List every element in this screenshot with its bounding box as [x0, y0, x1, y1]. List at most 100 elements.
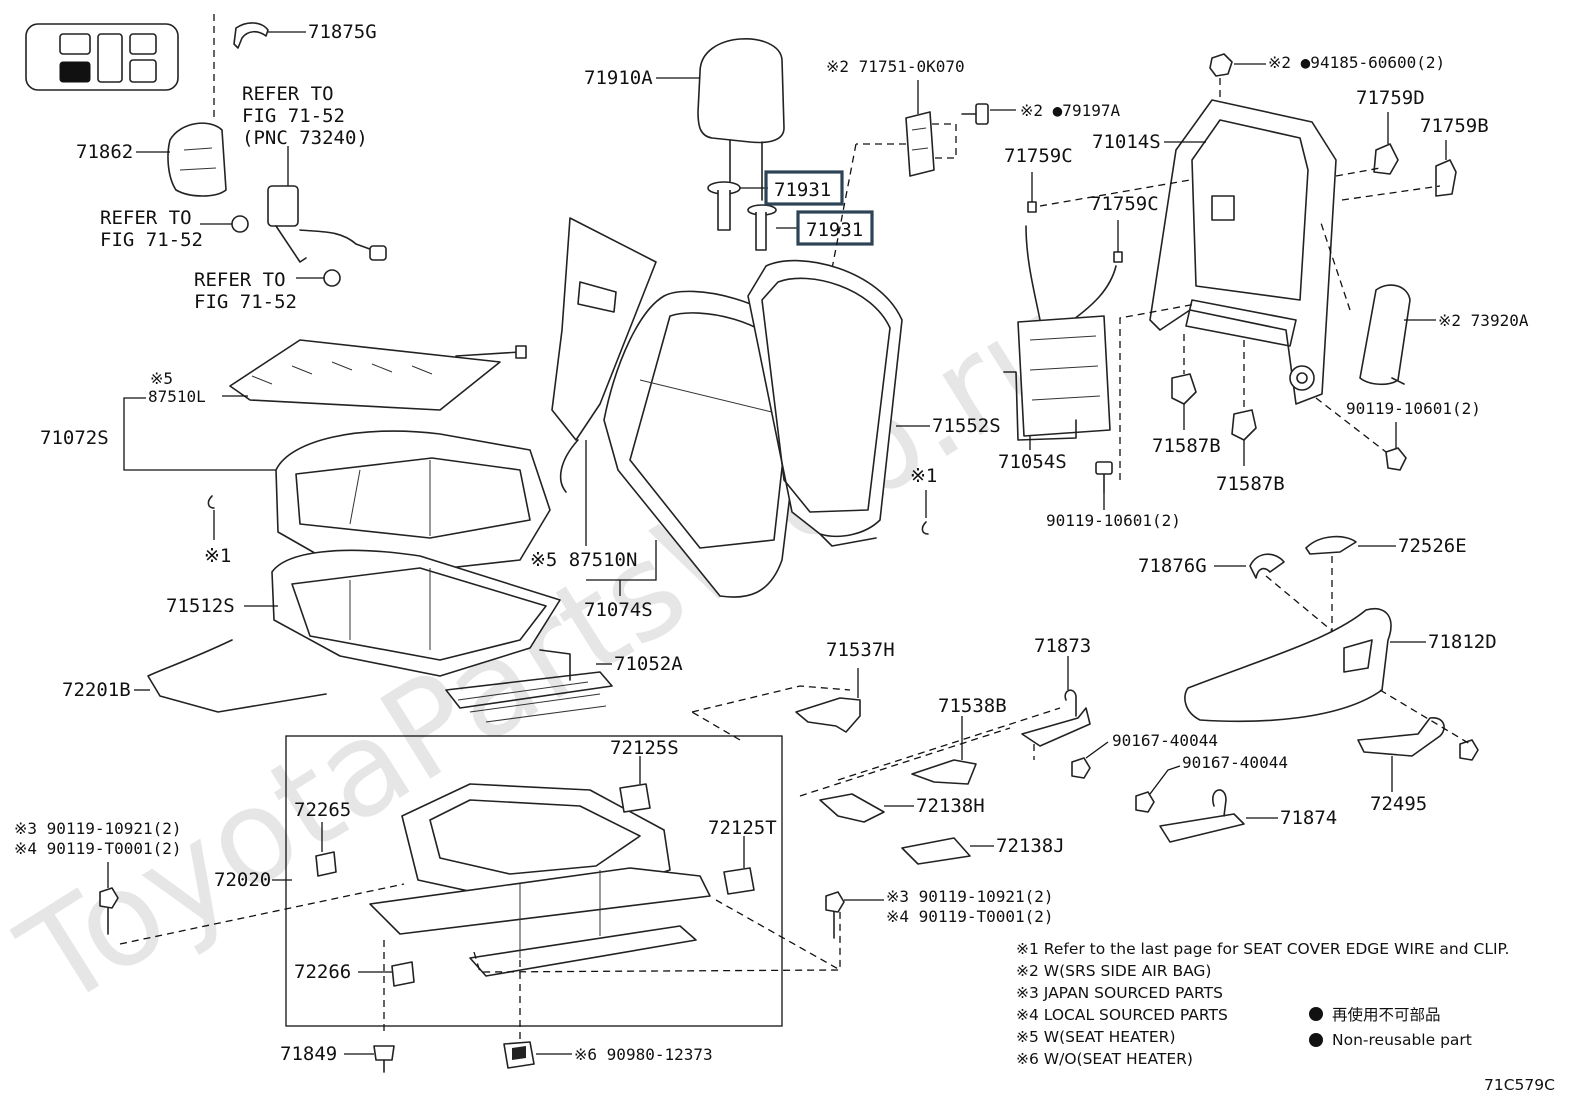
part-nut-b[interactable] — [296, 269, 341, 287]
part-bolt-90119-a[interactable] — [99, 862, 119, 935]
label-71873: 71873 — [1034, 635, 1091, 657]
legend-non-reusable: 再使用不可部品 Non-reusable part — [1309, 1006, 1472, 1049]
label-71537H: 71537H — [826, 639, 895, 661]
part-71849[interactable] — [344, 1045, 395, 1073]
part-seat-belt-buckle[interactable] — [267, 185, 387, 263]
part-90167-40044-b[interactable] — [1135, 765, 1181, 813]
label-71512S: 71512S — [166, 595, 235, 617]
part-90119-10601-bolt-b[interactable] — [1095, 461, 1113, 510]
part-clip-b[interactable] — [921, 521, 929, 535]
label-79197A: ※2 ●79197A — [1020, 101, 1120, 120]
part-72125T[interactable] — [723, 836, 755, 895]
label-72201B: 72201B — [62, 679, 131, 701]
label-71862: 71862 — [76, 141, 133, 163]
label-90167-40044-b: 90167-40044 — [1182, 753, 1288, 772]
note-6: ※6 W/O(SEAT HEATER) — [1016, 1050, 1193, 1068]
label-72265: 72265 — [294, 799, 351, 821]
label-refer-71-52-b: REFER TO FIG 71-52 — [194, 269, 297, 313]
label-71849: 71849 — [280, 1043, 337, 1065]
label-72138H: 72138H — [916, 795, 985, 817]
part-71054S-lumbar-support[interactable] — [1003, 225, 1117, 450]
part-71862[interactable] — [136, 122, 227, 197]
label-71812D: 71812D — [1428, 631, 1497, 653]
part-94185-60600-nut[interactable] — [1209, 53, 1266, 77]
note-4: ※4 LOCAL SOURCED PARTS — [1016, 1006, 1228, 1024]
label-71587B-b: 71587B — [1216, 473, 1285, 495]
label-71874: 71874 — [1280, 807, 1337, 829]
part-87510N-seatback-heater[interactable] — [551, 217, 657, 493]
label-refer-71-52-a: REFER TO FIG 71-52 — [100, 207, 203, 251]
part-71014S-seatback-frame[interactable] — [1149, 99, 1337, 405]
part-72266[interactable] — [358, 961, 415, 987]
part-bolt-90119-b[interactable] — [825, 891, 884, 939]
part-nut-a[interactable] — [200, 215, 249, 233]
label-sym1-a: ※1 — [204, 545, 231, 567]
part-71759B[interactable] — [1435, 140, 1457, 197]
label-90167-40044-a: 90167-40044 — [1112, 731, 1218, 750]
label-71538B: 71538B — [938, 695, 1007, 717]
part-71759C-a[interactable] — [1027, 172, 1037, 213]
adjuster-group-box — [285, 735, 783, 1027]
part-73920A-side-airbag[interactable] — [1359, 284, 1436, 386]
part-72526E[interactable] — [1305, 535, 1396, 555]
part-71072S-cushion-assy[interactable] — [275, 430, 551, 571]
part-87510L-cushion-heater[interactable] — [229, 339, 527, 411]
label-90980-12373: ※6 90980-12373 — [574, 1045, 713, 1064]
part-71052A-springs[interactable] — [445, 649, 613, 723]
part-71074S-seatback-pad[interactable] — [603, 290, 809, 598]
part-72201B-wire[interactable] — [134, 639, 327, 713]
label-90119-10601-b: 90119-10601(2) — [1046, 511, 1181, 530]
part-71874[interactable] — [1159, 789, 1278, 843]
label-71875G: 71875G — [308, 21, 377, 43]
note-2: ※2 W(SRS SIDE AIR BAG) — [1016, 962, 1211, 980]
part-72495-lever[interactable] — [1357, 717, 1479, 792]
part-71931-guide-a[interactable] — [707, 181, 768, 231]
part-72125S[interactable] — [619, 756, 651, 813]
part-90980-12373-connector[interactable] — [503, 1041, 572, 1069]
note-1: ※1 Refer to the last page for SEAT COVER… — [1016, 940, 1509, 958]
part-71875G[interactable] — [233, 22, 306, 49]
label-87510L: ※5 87510L — [148, 369, 206, 406]
label-71072S: 71072S — [40, 427, 109, 449]
label-71931-b[interactable]: 71931 — [806, 219, 863, 241]
part-71512S-cushion-pad[interactable] — [271, 549, 561, 677]
part-71873[interactable] — [1021, 656, 1091, 747]
note-5: ※5 W(SEAT HEATER) — [1016, 1028, 1176, 1046]
part-72138J[interactable] — [901, 837, 994, 865]
part-90167-40044-a[interactable] — [1071, 741, 1109, 779]
part-71587B-b[interactable] — [1231, 409, 1257, 466]
label-90119-10921-b: ※3 90119-10921(2) — [886, 887, 1054, 906]
part-72265[interactable] — [315, 822, 337, 877]
diagram-code: 71C579C — [1484, 1076, 1555, 1094]
part-71538B[interactable] — [911, 716, 977, 785]
part-71751-0K070[interactable] — [905, 111, 935, 177]
part-72020-seat-adjuster[interactable] — [286, 783, 711, 977]
part-79197A-bolt[interactable] — [961, 103, 1016, 125]
label-72138J: 72138J — [996, 835, 1065, 857]
part-71552S-seatback-cover[interactable] — [747, 259, 903, 547]
part-71537H[interactable] — [795, 668, 861, 733]
part-72138H[interactable] — [819, 793, 914, 823]
part-71931-guide-b[interactable] — [747, 204, 798, 251]
label-72495: 72495 — [1370, 793, 1427, 815]
part-71910A-headrest[interactable] — [656, 38, 785, 201]
label-71876G: 71876G — [1138, 555, 1207, 577]
part-71587B-a[interactable] — [1171, 373, 1197, 430]
part-71876G[interactable] — [1214, 553, 1285, 579]
label-71931-a[interactable]: 71931 — [774, 179, 831, 201]
highlight-box-71931-b — [796, 210, 874, 246]
part-71759C-b[interactable] — [1113, 220, 1123, 263]
part-90119-10601-bolt-a[interactable] — [1385, 422, 1407, 471]
non-reusable-dot-icon-2 — [1309, 1033, 1323, 1047]
label-90119-10921-a: ※3 90119-10921(2) — [14, 819, 182, 838]
label-71759B: 71759B — [1420, 115, 1489, 137]
part-71812D-side-shield[interactable] — [1184, 607, 1426, 723]
label-71587B-a: 71587B — [1152, 435, 1221, 457]
seat-position-indicator — [25, 23, 179, 91]
part-clip-a[interactable] — [207, 495, 215, 509]
label-71052A: 71052A — [614, 653, 683, 675]
part-71759D[interactable] — [1373, 112, 1399, 175]
non-reusable-dot-icon — [1309, 1007, 1323, 1021]
label-71759C-b: 71759C — [1090, 193, 1159, 215]
